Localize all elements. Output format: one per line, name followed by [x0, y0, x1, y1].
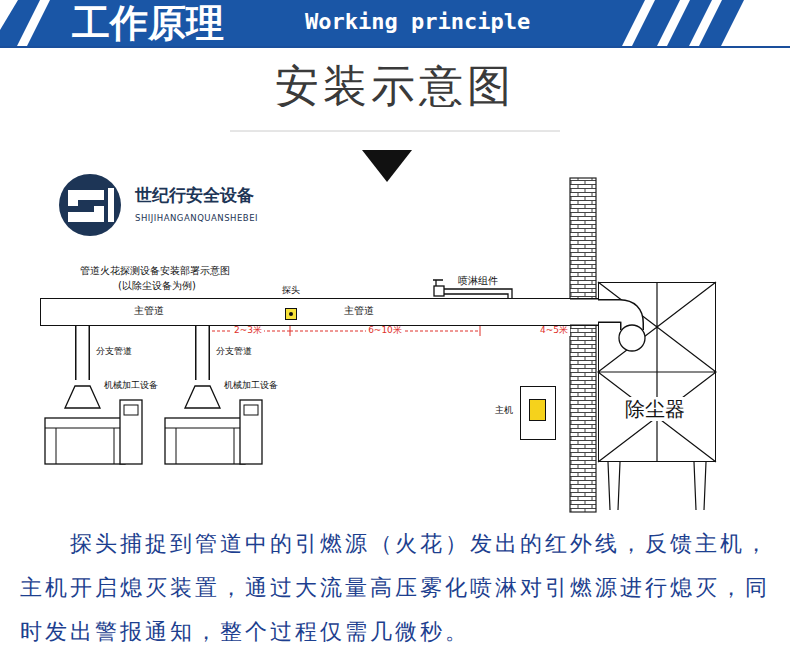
- dust-collector: 除尘器: [598, 282, 716, 462]
- pipe-inner: [77, 326, 89, 380]
- machine-figure: [42, 380, 167, 470]
- collector-label: 除尘器: [623, 397, 687, 421]
- diagram-subheading: (以除尘设备为例): [118, 280, 196, 292]
- dimension-lines: [207, 326, 568, 336]
- caption: 探头捕捉到管道中的引燃源（火花）发出的红外线，反馈主机，主机开启熄灭装置，通过大…: [20, 522, 772, 654]
- banner-subtitle: Working principle: [305, 9, 530, 35]
- machine: 机械加工设备: [42, 380, 167, 466]
- brand-pinyin: SHIJIHANGANQUANSHEBEI: [135, 213, 258, 223]
- dimension: 6~10米: [366, 325, 404, 336]
- main-pipe: 主管道主管道探头: [40, 298, 570, 326]
- banner-rule: [0, 46, 790, 48]
- machine-label: 机械加工设备: [224, 380, 278, 391]
- pipe-inner: [197, 326, 209, 380]
- pipe-label: 分支管道: [96, 346, 132, 357]
- dimension: 2~3米: [232, 325, 264, 336]
- faint-rule: [230, 131, 560, 132]
- diagram-heading: 管道火花探测设备安装部署示意图: [80, 265, 230, 277]
- down-triangle: [362, 150, 412, 182]
- host-controller: 主机: [520, 386, 556, 440]
- pipe-label: 主管道: [344, 305, 374, 317]
- banner-title: 工作原理: [72, 1, 224, 47]
- machine-figure: [162, 380, 287, 470]
- pipe-connector: [570, 312, 598, 313]
- title-banner: 工作原理 Working principle: [0, 0, 790, 46]
- host-label: 主机: [495, 405, 513, 416]
- host-panel: [529, 399, 546, 421]
- machine: 机械加工设备: [162, 380, 287, 466]
- probe-label: 探头: [282, 285, 300, 296]
- pipe-inner: [570, 300, 598, 325]
- pipe-connector: [202, 326, 203, 380]
- probe-sensor: [285, 308, 297, 320]
- pipe-outline: [570, 298, 598, 326]
- brick-wall: [570, 178, 596, 512]
- dimension: 4~5米: [538, 325, 570, 336]
- machine-label: 机械加工设备: [104, 380, 158, 391]
- part-name: 喷淋组件: [458, 275, 498, 286]
- pipe-connector: [82, 326, 83, 380]
- pipe-label: 分支管道: [216, 346, 252, 357]
- pipe-label: 主管道: [134, 305, 164, 317]
- page-title: 安装示意图: [0, 60, 790, 113]
- logo-icon: [59, 174, 121, 236]
- probe: 探头: [284, 285, 300, 321]
- pipe-outline: [75, 326, 90, 380]
- brand-name: 世纪行安全设备: [135, 185, 254, 205]
- pipe-outline: [195, 326, 210, 380]
